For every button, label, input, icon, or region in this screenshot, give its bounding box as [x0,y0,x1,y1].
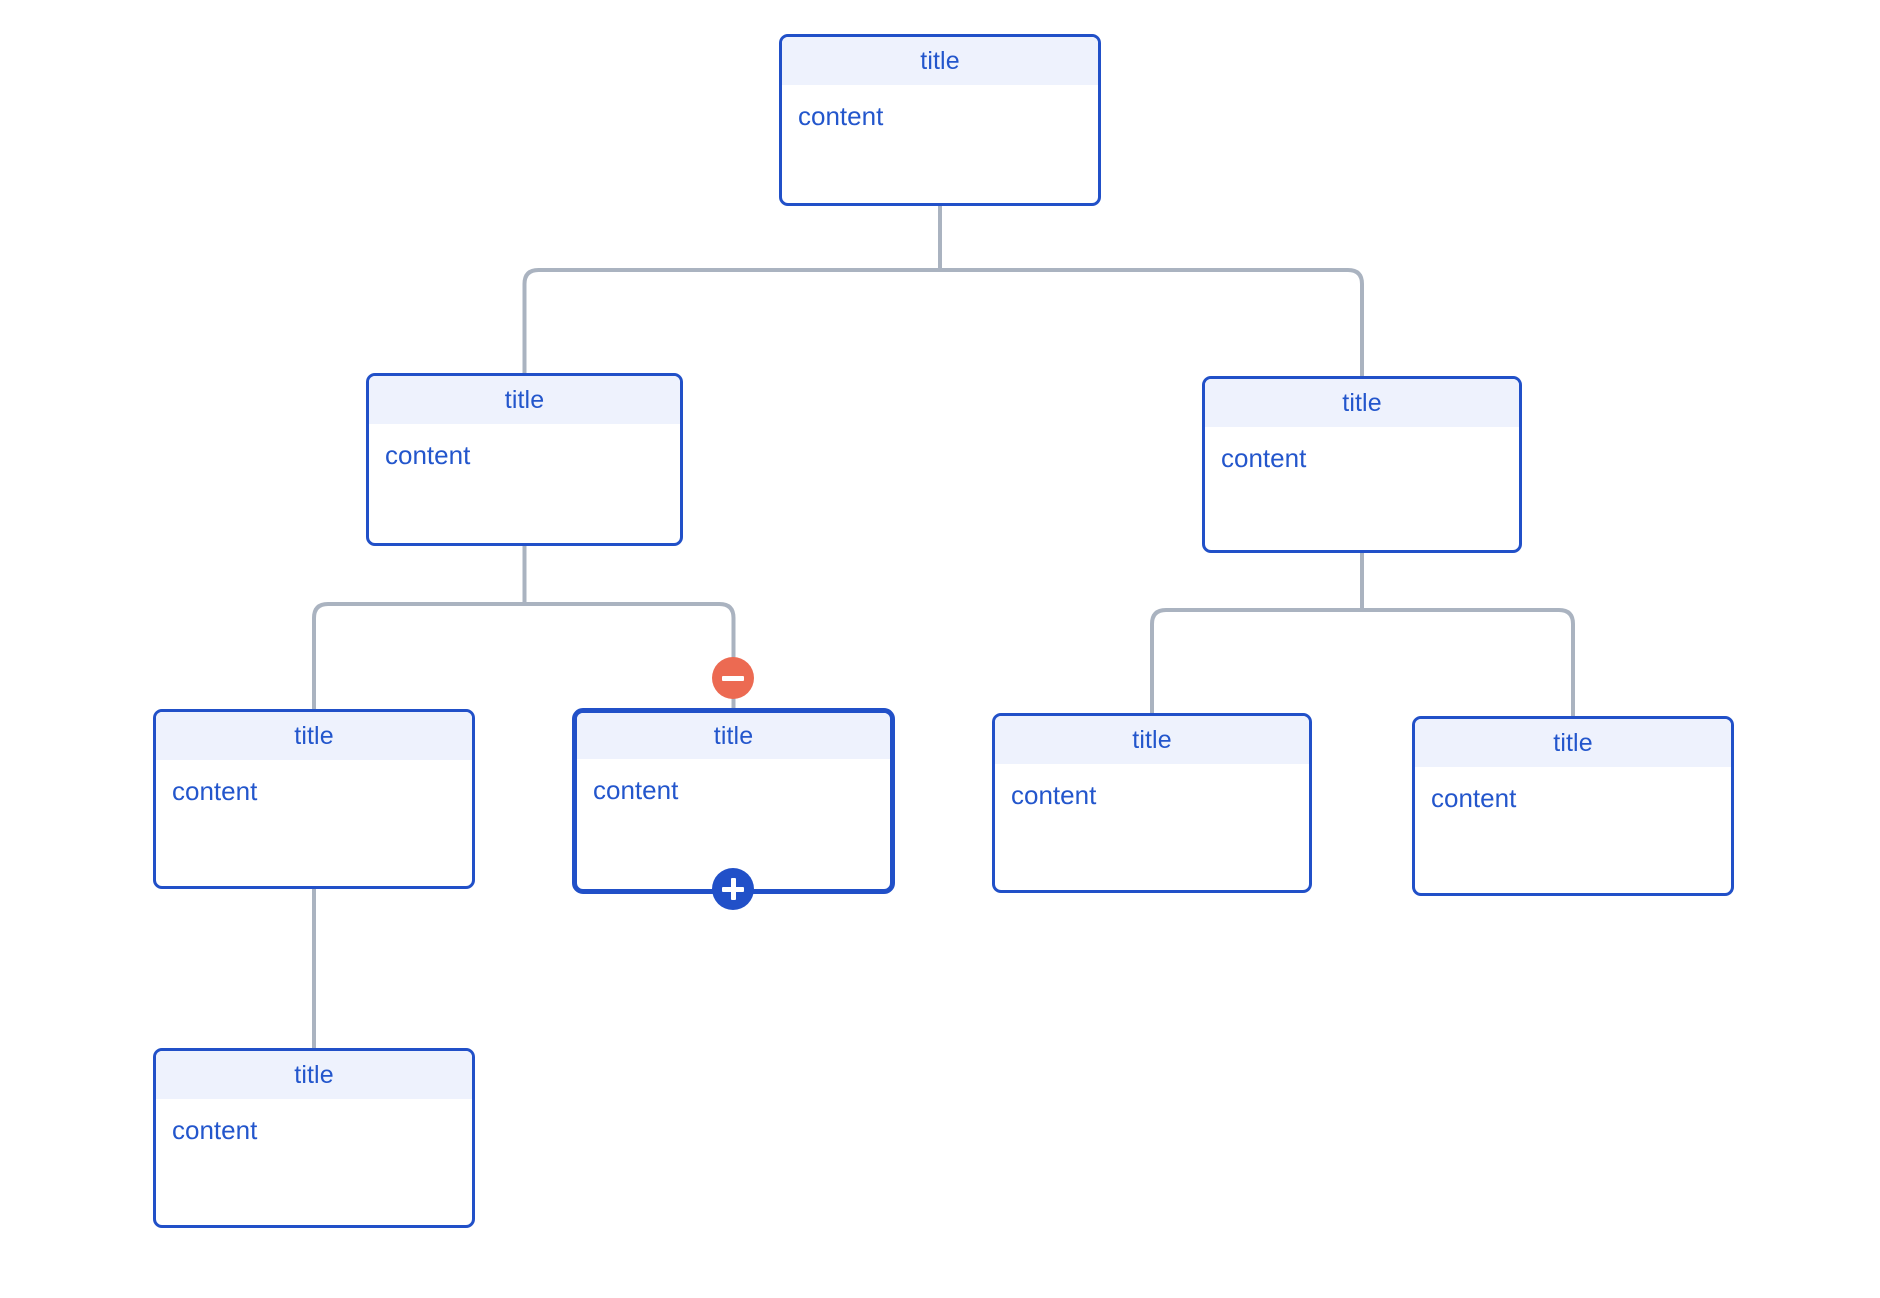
tree-node-title: title [782,37,1098,85]
tree-node-content: content [782,85,1098,132]
tree-node-title: title [995,716,1309,764]
tree-node-content: content [156,1099,472,1146]
tree-node-title: title [577,713,890,759]
plus-icon[interactable] [712,868,754,910]
toggle-bar-horizontal [722,676,744,681]
tree-node-content: content [995,764,1309,811]
minus-icon[interactable] [712,657,754,699]
tree-node-content: content [369,424,680,471]
tree-node-content: content [1415,767,1731,814]
tree-node-title: title [1415,719,1731,767]
tree-node-content: content [156,760,472,807]
toggle-bar-vertical [730,878,736,900]
tree-node-title: title [156,1051,472,1099]
tree-node-content: content [1205,427,1519,474]
tree-node-content: content [577,759,890,806]
tree-node-title: title [156,712,472,760]
tree-node-title: title [369,376,680,424]
tree-node-title: title [1205,379,1519,427]
